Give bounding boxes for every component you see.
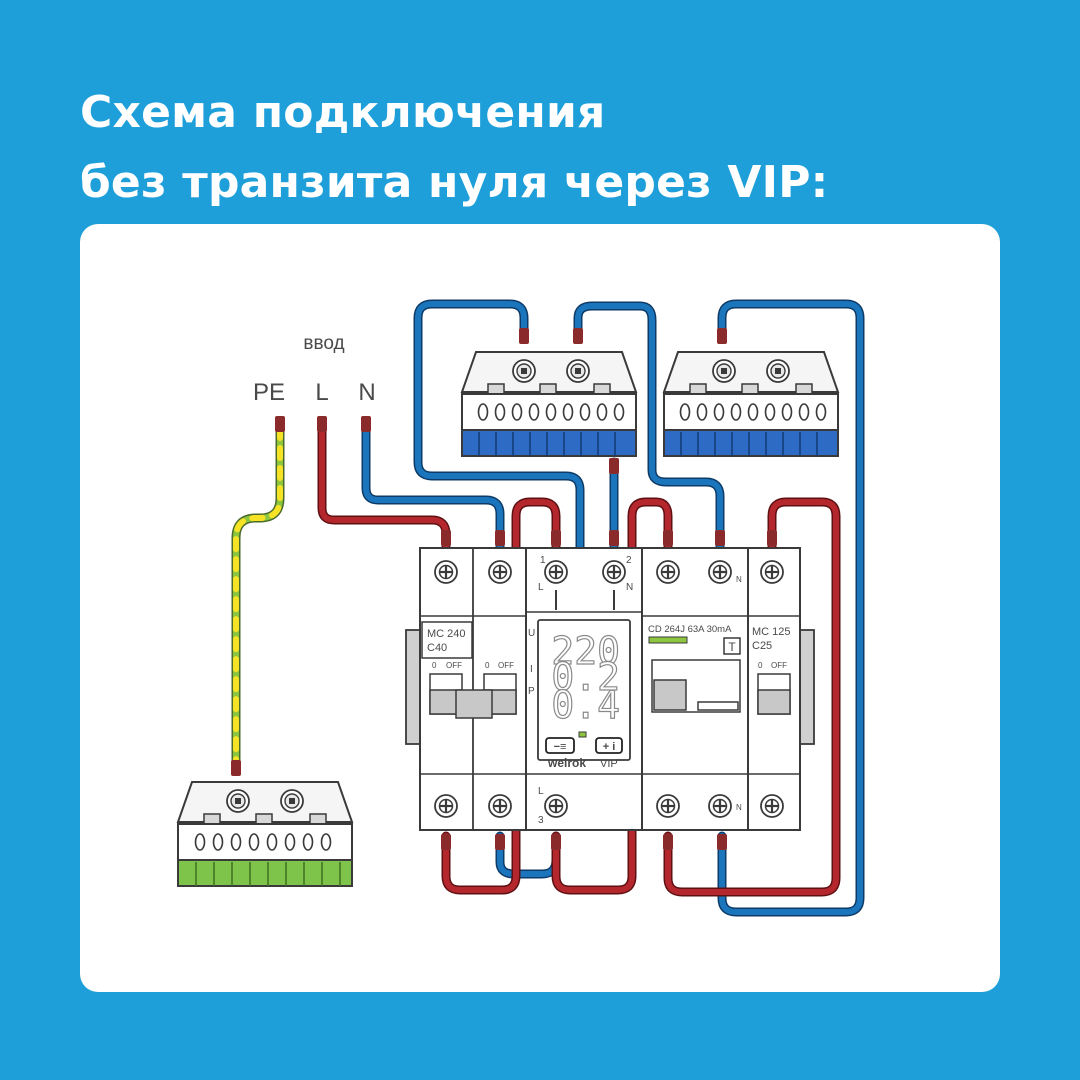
meter-display xyxy=(537,619,631,761)
meter-terminal-l-top: L xyxy=(538,582,544,593)
n-label: N xyxy=(358,379,375,406)
title-line-1: Схема подключения xyxy=(80,87,606,138)
breaker-left-scale-0b: 0 xyxy=(485,661,490,670)
meter-terminal-3: 3 xyxy=(538,815,544,826)
meter-terminal-l-bottom: L xyxy=(538,786,544,797)
title-line-2: без транзита нуля через VIP: xyxy=(80,157,829,208)
meter-side-p: P xyxy=(528,686,535,697)
meter-minus-button[interactable] xyxy=(545,737,575,754)
meter-terminal-1: 1 xyxy=(540,555,546,566)
meter-brand: welrok xyxy=(547,756,586,770)
input-label: ввод xyxy=(303,333,344,354)
rcd-test-button[interactable] xyxy=(723,637,741,655)
meter-terminal-n-top: N xyxy=(626,582,633,593)
breaker-mc240: MC 240 C40 0 OFF 0 OFF xyxy=(419,547,527,831)
wires xyxy=(231,299,865,917)
meter-display-p: 0.4 xyxy=(551,683,620,727)
meter-status-led xyxy=(578,731,587,738)
pe-label: PE xyxy=(253,379,285,406)
meter-plus-button[interactable] xyxy=(595,737,623,754)
breaker-left-scale-offb: OFF xyxy=(498,661,514,670)
ferrules xyxy=(231,328,777,850)
breaker-right-rating: C25 xyxy=(752,640,772,652)
page-title: Схема подключения без транзита нуля чере… xyxy=(80,78,828,218)
breaker-left-toggle[interactable] xyxy=(455,689,493,719)
meter-plus-label: + i xyxy=(603,741,616,753)
rcd-test-label: T xyxy=(728,640,736,654)
rcd-n-top: N xyxy=(736,575,742,584)
meter-minus-label: −≡ xyxy=(554,741,567,753)
l-label: L xyxy=(315,379,328,406)
meter-display-i: 0.2 xyxy=(551,655,620,699)
breaker-right-scale-0: 0 xyxy=(758,661,763,670)
breaker-right-toggle[interactable] xyxy=(757,689,791,715)
neutral-bus-1 xyxy=(460,351,638,457)
neutral-bus-2 xyxy=(662,351,840,457)
rcd-indicator xyxy=(648,636,688,644)
meter-side-i: I xyxy=(530,664,533,675)
breaker-right-scale-off: OFF xyxy=(771,661,787,670)
breaker-left-scale-0: 0 xyxy=(432,661,437,670)
meter-terminal-2: 2 xyxy=(626,555,632,566)
rcd-cd264j: N N CD 264J 63A 30mA T xyxy=(641,547,749,831)
breaker-mc125: MC 125 C25 0 OFF xyxy=(747,547,801,831)
meter-model: VIP xyxy=(600,758,618,770)
meter-side-u: U xyxy=(528,628,535,639)
earth-bus xyxy=(176,781,354,887)
meter-display-u: 220 xyxy=(551,629,620,673)
rcd-spec: CD 264J 63A 30mA xyxy=(648,624,732,635)
breaker-right-model: MC 125 xyxy=(752,626,791,638)
breaker-left-rating: C40 xyxy=(427,642,447,654)
pe-wire xyxy=(231,423,285,773)
rcd-n-bottom: N xyxy=(736,803,742,812)
input-phase-wire xyxy=(317,423,451,553)
breaker-left-scale-off: OFF xyxy=(446,661,462,670)
rcd-toggle[interactable] xyxy=(653,679,687,711)
meter-welrok-vip: 1 2 L N L 3 U I P 220 0.2 0.4 −≡ + i wel… xyxy=(525,547,643,831)
breaker-left-model: MC 240 xyxy=(427,628,466,640)
